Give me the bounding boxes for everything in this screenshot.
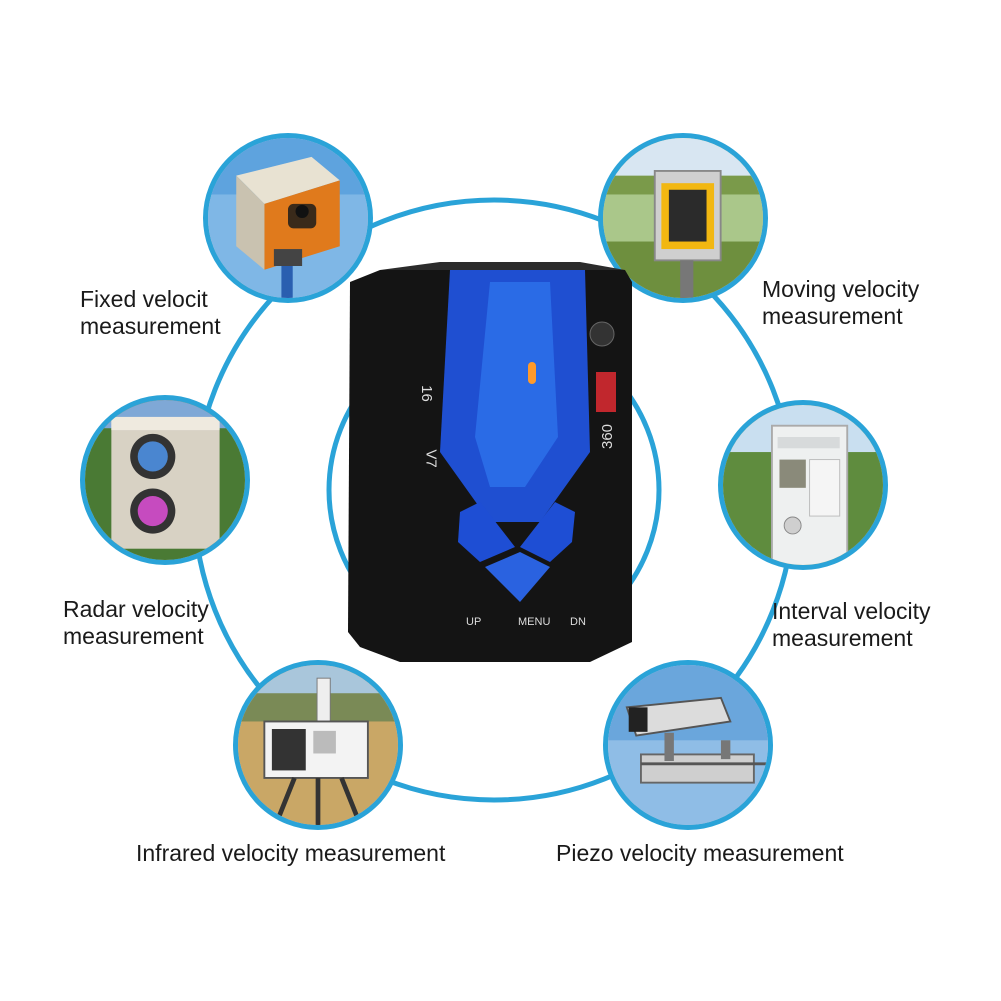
interval-velocity-line1: Interval velocity [772,598,931,624]
radar-velocity-line1: Radar velocity [63,596,209,622]
piezo-velocity-line1: Piezo velocity measurement [556,840,844,866]
moving-velocity-label: Moving velocity measurement [762,276,919,330]
infrared-velocity-line1: Infrared velocity measurement [136,840,446,866]
device-model-right: V7 [422,449,440,468]
up-button[interactable]: UP [466,612,496,634]
device-side-text: 360 [599,423,617,450]
infrared-velocity-label: Infrared velocity measurement [136,840,445,867]
interval-velocity-label: Interval velocity measurement [772,598,931,652]
moving-velocity-line2: measurement [762,303,903,329]
piezo-camera-photo [603,660,773,830]
radar-detector-device [348,262,632,662]
interval-velocity-line2: measurement [772,625,913,651]
menu-button[interactable]: MENU [518,612,558,634]
menu-button-label: MENU [518,616,551,628]
infrared-camera-photo [233,660,403,830]
up-button-label: UP [466,616,482,628]
radar-velocity-line2: measurement [63,623,204,649]
dn-button-label: DN [570,616,586,628]
fixed-velocity-line1: Fixed velocit [80,286,208,312]
dn-button[interactable]: DN [570,612,600,634]
fixed-velocity-line2: measurement [80,313,221,339]
radar-velocity-label: Radar velocity measurement [63,596,209,650]
radar-camera-photo [80,395,250,565]
interval-camera-photo [718,400,888,570]
device-model-left: 16 [417,385,435,402]
piezo-velocity-label: Piezo velocity measurement [556,840,844,867]
fixed-velocity-label: Fixed velocit measurement [80,286,221,340]
moving-velocity-line1: Moving velocity [762,276,920,302]
moving-camera-photo [598,133,768,303]
